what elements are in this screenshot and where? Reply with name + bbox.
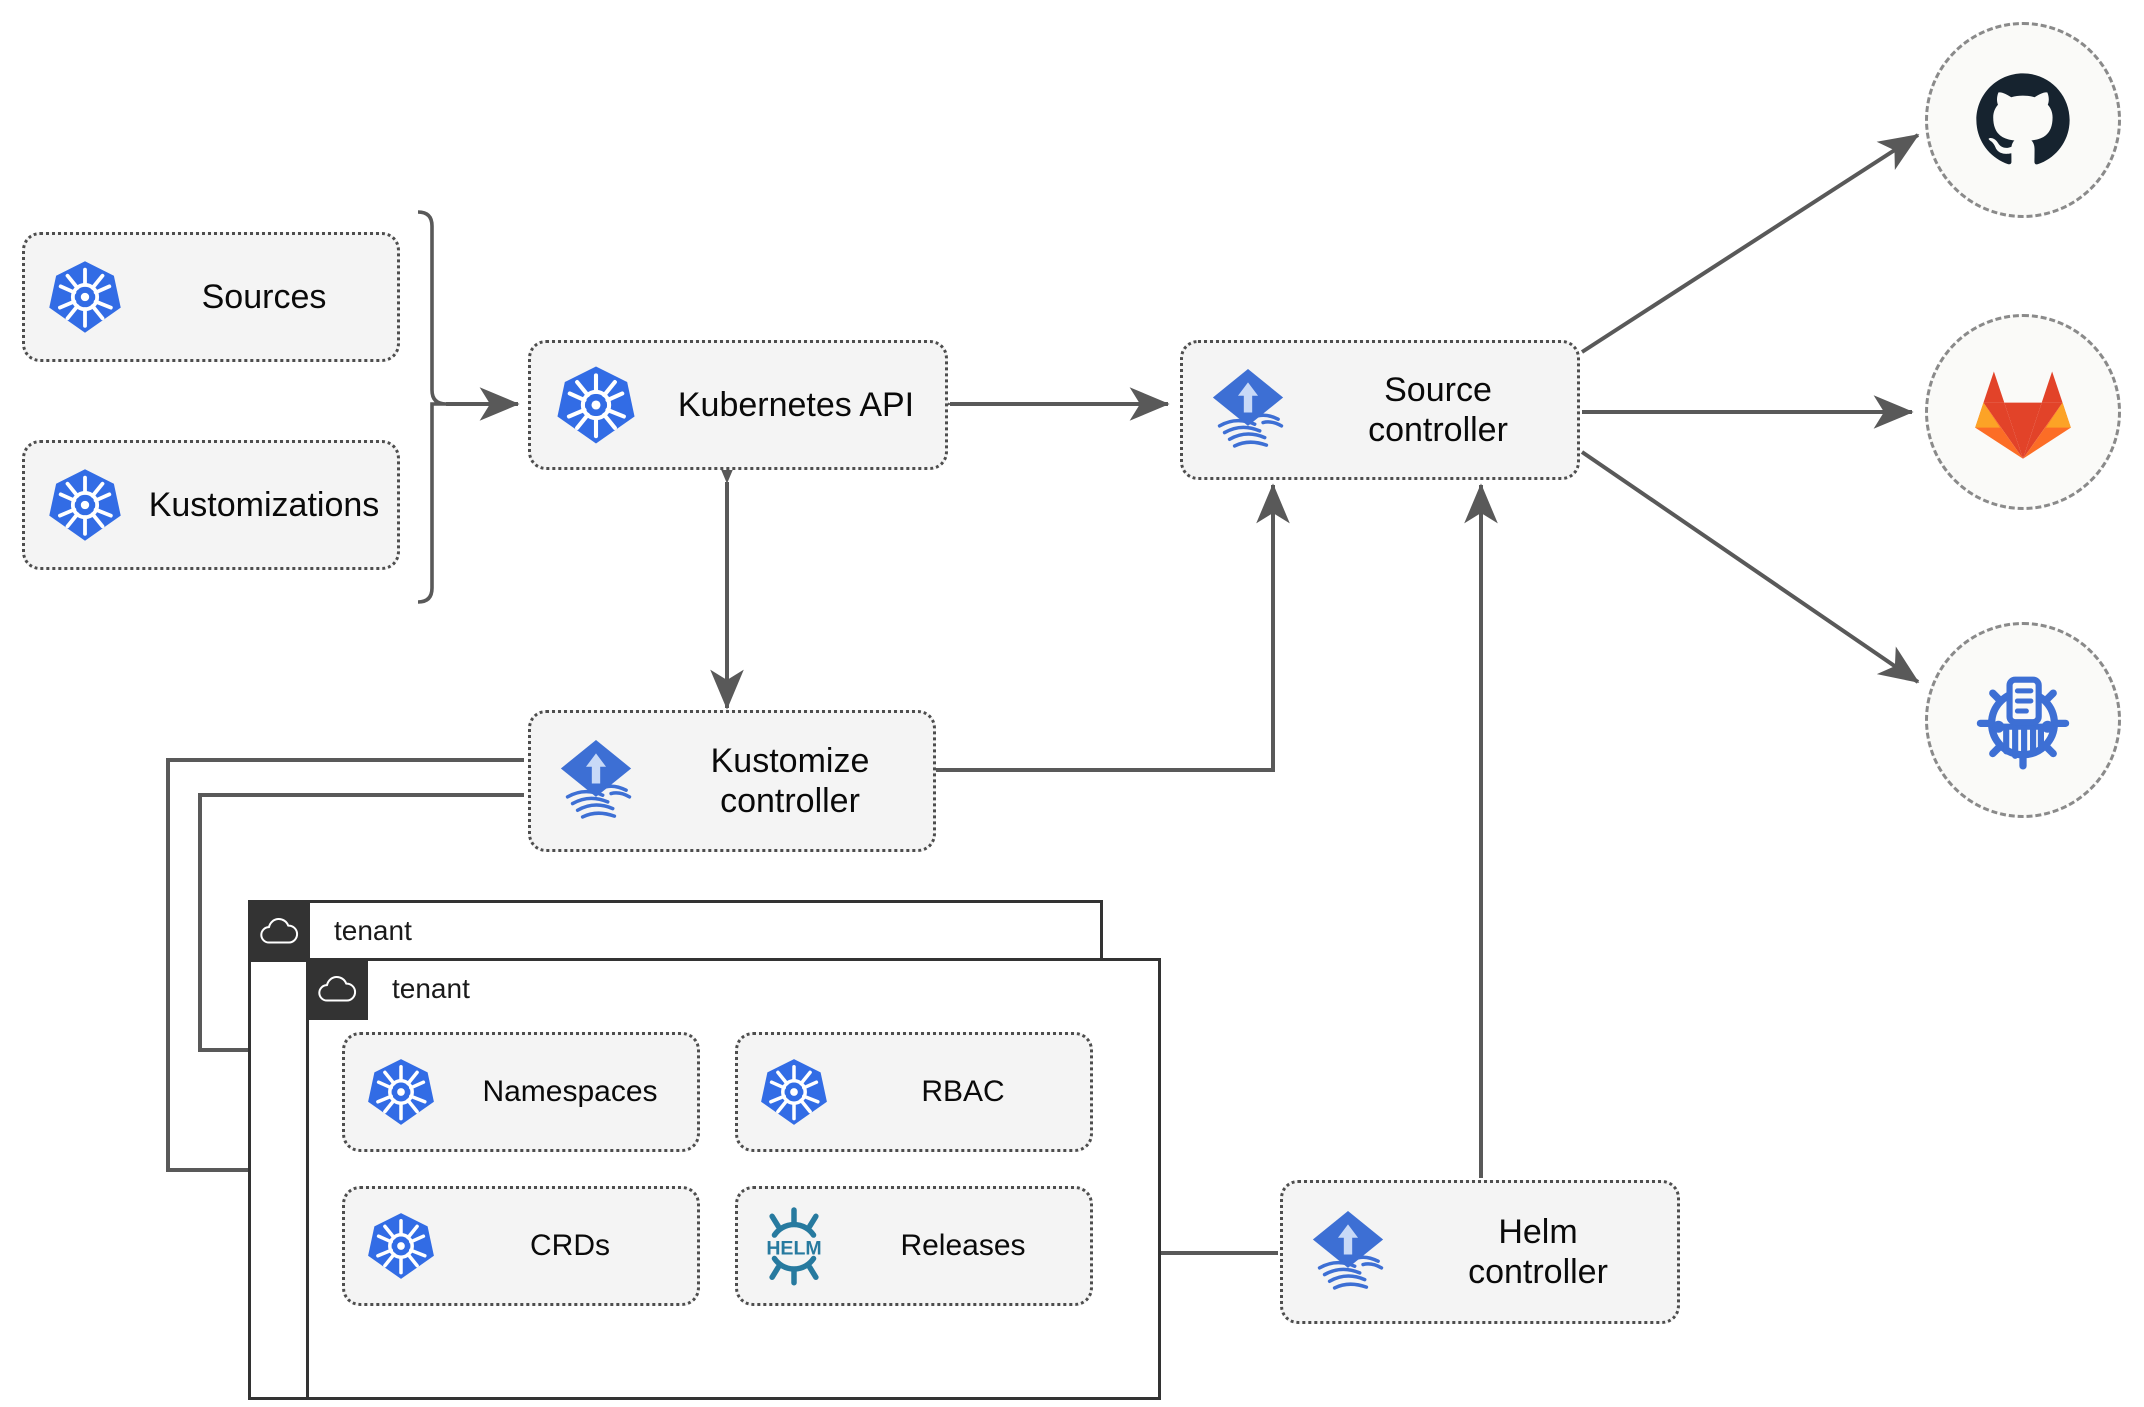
node-kubernetes-api[interactable]: Kubernetes API	[528, 340, 948, 470]
cloud-icon	[248, 900, 310, 962]
external-helm-repository[interactable]	[1925, 622, 2121, 818]
github-icon	[1976, 73, 2070, 165]
tenant-header: tenant	[248, 900, 412, 962]
kubernetes-icon	[345, 1032, 457, 1152]
node-kustomize-controller[interactable]: Kustomize controller	[528, 710, 936, 852]
svg-text:HELM: HELM	[766, 1238, 821, 1260]
node-label: CRDs	[530, 1229, 610, 1263]
flux-icon	[1283, 1180, 1413, 1324]
kubernetes-icon	[25, 232, 145, 362]
gitlab-icon	[1975, 371, 2071, 459]
cloud-icon	[306, 958, 368, 1020]
helm-icon: HELM	[738, 1186, 850, 1306]
node-label: Releases	[900, 1229, 1026, 1263]
tenant-header: tenant	[306, 958, 470, 1020]
node-namespaces[interactable]: Namespaces	[342, 1032, 700, 1152]
flux-icon	[531, 710, 661, 852]
node-rbac[interactable]: RBAC	[735, 1032, 1093, 1152]
node-label: Kubernetes API	[677, 385, 915, 424]
node-label: Source controller	[1368, 370, 1508, 449]
tenant-label: tenant	[334, 915, 412, 946]
kubernetes-icon	[738, 1032, 850, 1152]
flux-icon	[1183, 340, 1313, 480]
kubernetes-icon	[345, 1186, 457, 1306]
kubernetes-icon	[25, 440, 145, 570]
helm-repository-icon	[1976, 676, 2070, 770]
node-sources[interactable]: Sources	[22, 232, 400, 362]
node-kustomizations[interactable]: Kustomizations	[22, 440, 400, 570]
node-label: Kustomize controller	[710, 741, 870, 820]
node-releases[interactable]: HELM Releases	[735, 1186, 1093, 1306]
external-gitlab[interactable]	[1925, 314, 2121, 510]
external-github[interactable]	[1925, 22, 2121, 218]
node-label: Sources	[201, 277, 327, 316]
kubernetes-icon	[531, 340, 661, 470]
node-label: Namespaces	[482, 1075, 658, 1109]
node-label: RBAC	[921, 1075, 1005, 1109]
tenant-container-inner[interactable]: tenant	[306, 958, 1161, 1400]
node-crds[interactable]: CRDs	[342, 1186, 700, 1306]
node-label: Helm controller	[1468, 1212, 1608, 1291]
node-source-controller[interactable]: Source controller	[1180, 340, 1580, 480]
tenant-label: tenant	[392, 973, 470, 1004]
node-label: Kustomizations	[148, 485, 380, 524]
node-helm-controller[interactable]: Helm controller	[1280, 1180, 1680, 1324]
